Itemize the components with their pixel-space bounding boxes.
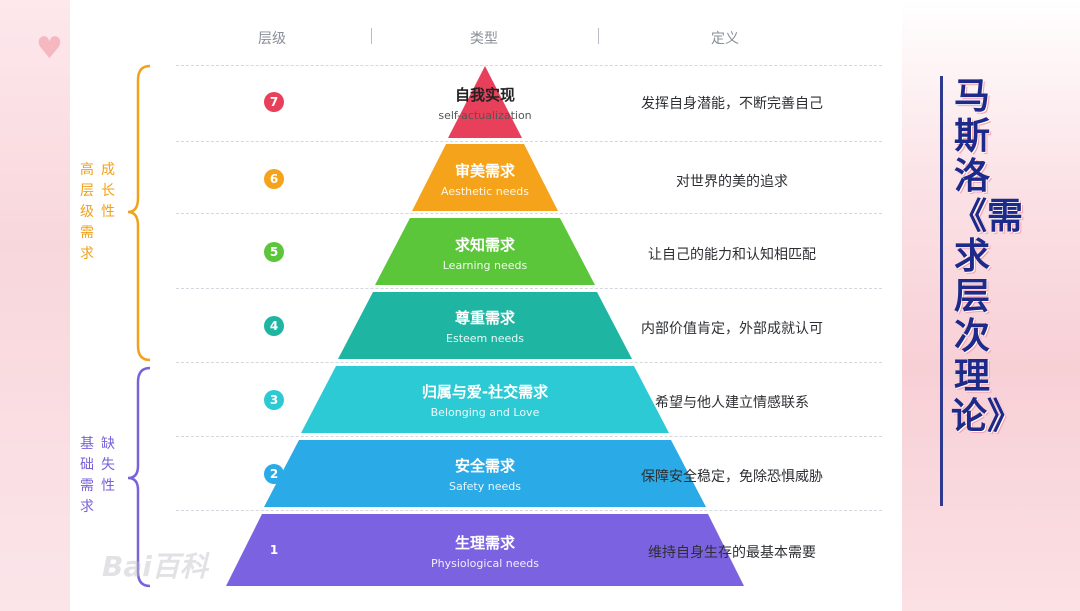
layer-title: 审美需求 [454,162,515,180]
level-badge-4: 4 [264,316,284,336]
level-badge-2: 2 [264,464,284,484]
definition-2: 保障安全稳定，免除恐惧威胁 [641,469,823,485]
definition-7: 发挥自身潜能，不断完善自己 [641,96,823,112]
row-divider [176,65,882,66]
layer-subtitle: self-actualization [438,109,532,122]
header-divider [371,28,372,44]
layer-title: 生理需求 [454,534,515,552]
layer-title: 求知需求 [454,236,515,254]
row-divider [176,510,882,511]
header-definition: 定义 [711,31,739,47]
definition-1: 维持自身生存的最基本需要 [648,545,816,561]
layer-title: 归属与爱-社交需求 [421,383,549,401]
header-divider [598,28,599,44]
pyramid-layer-4 [338,292,632,359]
header-type: 类型 [470,31,498,47]
level-badge-5: 5 [264,242,284,262]
pyramid-layer-5 [375,218,595,285]
row-divider [176,362,882,363]
pyramid-layer-3 [301,366,669,433]
definition-6: 对世界的美的追求 [676,174,788,190]
row-divider [176,213,882,214]
layer-title: 自我实现 [454,86,515,104]
layer-subtitle: Safety needs [449,480,521,493]
side-title: 马斯洛《需求层次理论》 [940,75,1024,506]
layer-subtitle: Physiological needs [430,557,540,570]
layer-label-4: 尊重需求 Esteem needs [375,307,595,345]
watermark: Bai百科 [102,550,208,583]
level-badge-7: 7 [264,92,284,112]
layer-label-3: 归属与爱-社交需求 Belonging and Love [375,381,595,419]
layer-label-6: 审美需求 Aesthetic needs [375,160,595,198]
layer-title: 安全需求 [454,457,515,475]
pyramid-layer-1 [226,514,744,586]
growth-group-col2: 成长性 [101,162,117,220]
pyramid-layer-2 [264,440,706,507]
right-decoration [900,0,1080,611]
row-divider [176,436,882,437]
deficiency-group-col1: 基础需求 [80,436,96,515]
heart-icon: ♥ [36,31,63,66]
level-badge-3: 3 [264,390,284,410]
growth-bracket [127,64,151,362]
left-decoration: ♥ [0,0,70,611]
layer-label-5: 求知需求 Learning needs [375,234,595,272]
pyramid-layer-7 [448,66,522,138]
deficiency-bracket [127,366,151,588]
level-badge-1: 1 [264,540,284,560]
layer-label-2: 安全需求 Safety needs [375,455,595,493]
page-title: 马斯洛《需求层次理论》 [951,75,1024,437]
row-divider [176,288,882,289]
growth-group-col1: 高层级需求 [80,162,96,262]
layer-subtitle: Aesthetic needs [440,185,530,198]
definition-3: 希望与他人建立情感联系 [655,395,809,411]
layer-label-1: 生理需求 Physiological needs [375,532,595,570]
layer-title: 尊重需求 [454,309,515,327]
layer-subtitle: Learning needs [442,259,528,272]
layer-subtitle: Belonging and Love [430,406,540,419]
layer-label-7: 自我实现 self-actualization [375,84,595,122]
header-level: 层级 [258,31,286,47]
pyramid-layer-6 [412,144,558,211]
deficiency-group-col2: 缺失性 [101,436,117,494]
definition-5: 让自己的能力和认知相匹配 [648,247,816,263]
level-badge-6: 6 [264,169,284,189]
layer-subtitle: Esteem needs [446,332,524,345]
row-divider [176,141,882,142]
definition-4: 内部价值肯定，外部成就认可 [641,321,823,337]
